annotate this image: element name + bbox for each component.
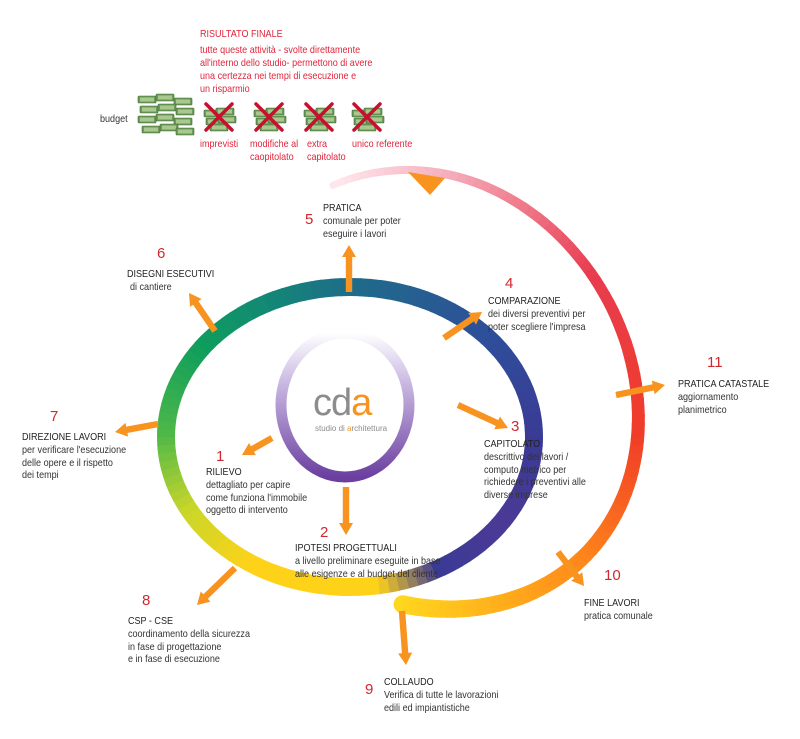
result-item-label: extra capitolato [307, 138, 346, 163]
logo-letter-c: c [313, 382, 332, 424]
money-cross-icon [203, 102, 237, 132]
logo-letter-d: d [331, 382, 352, 424]
step-number: 3 [511, 418, 520, 435]
step-text: dei diversi preventivi per poter sceglie… [488, 308, 586, 333]
step-text: Verifica di tutte le lavorazioni edili e… [384, 689, 499, 714]
logo-tagline: studio di architettura [315, 424, 387, 433]
money-cross-icon [303, 102, 337, 132]
step-number: 1 [216, 448, 225, 465]
step-number: 6 [157, 245, 166, 262]
step-title: RILIEVO [206, 466, 242, 478]
step-title: PRATICA CATASTALE [678, 378, 770, 390]
result-item-label: unico referente [352, 138, 413, 150]
step-title: PRATICA [323, 202, 362, 214]
step-title: CAPITOLATO [484, 438, 541, 450]
step-number: 8 [142, 592, 151, 609]
step-text: descrittivo dei lavori / computo metrico… [484, 451, 586, 501]
step-number: 9 [365, 681, 374, 698]
logo-ring [275, 327, 415, 483]
step-title: COMPARAZIONE [488, 295, 561, 307]
step-text: dettagliato per capire come funziona l'i… [206, 479, 308, 516]
step-text: aggiornamento planimetrico [678, 391, 739, 416]
step-number: 7 [50, 408, 59, 425]
result-item-label: imprevisti [200, 138, 239, 150]
step-text: comunale per poter eseguire i lavori [323, 215, 401, 240]
step-number: 4 [505, 275, 514, 292]
step-title: FINE LAVORI [584, 597, 640, 609]
budget-label: budget [100, 113, 128, 125]
step-title: COLLAUDO [384, 676, 434, 688]
step-text: a livello preliminare eseguite in base a… [295, 555, 441, 580]
logo-letter-a: a [351, 382, 372, 424]
logo-tagline-c: rchitettura [351, 424, 388, 433]
step-title: DISEGNI ESECUTIVI [127, 268, 215, 280]
step-number: 5 [305, 211, 314, 228]
step-number: 11 [707, 354, 723, 371]
logo-tagline-a: studio di [315, 424, 348, 433]
step-number: 10 [604, 567, 621, 584]
step-text: per verificare l'esecuzione delle opere … [22, 444, 127, 481]
logo-tagline-b: a [347, 424, 352, 433]
step-text: di cantiere [130, 281, 172, 293]
step-text: coordinamento della sicurezza in fase di… [128, 628, 250, 665]
result-text: tutte queste attività - svolte direttame… [200, 44, 373, 95]
step-arrows [115, 245, 665, 665]
spiral-arc [329, 165, 645, 618]
step-number: 2 [320, 524, 329, 541]
step-text: pratica comunale [584, 610, 653, 622]
step-title: IPOTESI PROGETTUALI [295, 542, 397, 554]
money-stack-icon [137, 93, 195, 136]
result-title: RISULTATO FINALE [200, 28, 283, 40]
logo: cda [313, 382, 372, 425]
step-title: CSP - CSE [128, 615, 174, 627]
step-title: DIREZIONE LAVORI [22, 431, 107, 443]
result-item-label: modifiche al caopitolato [250, 138, 299, 163]
money-cross-icon [253, 102, 287, 132]
money-cross-icon [351, 102, 385, 132]
